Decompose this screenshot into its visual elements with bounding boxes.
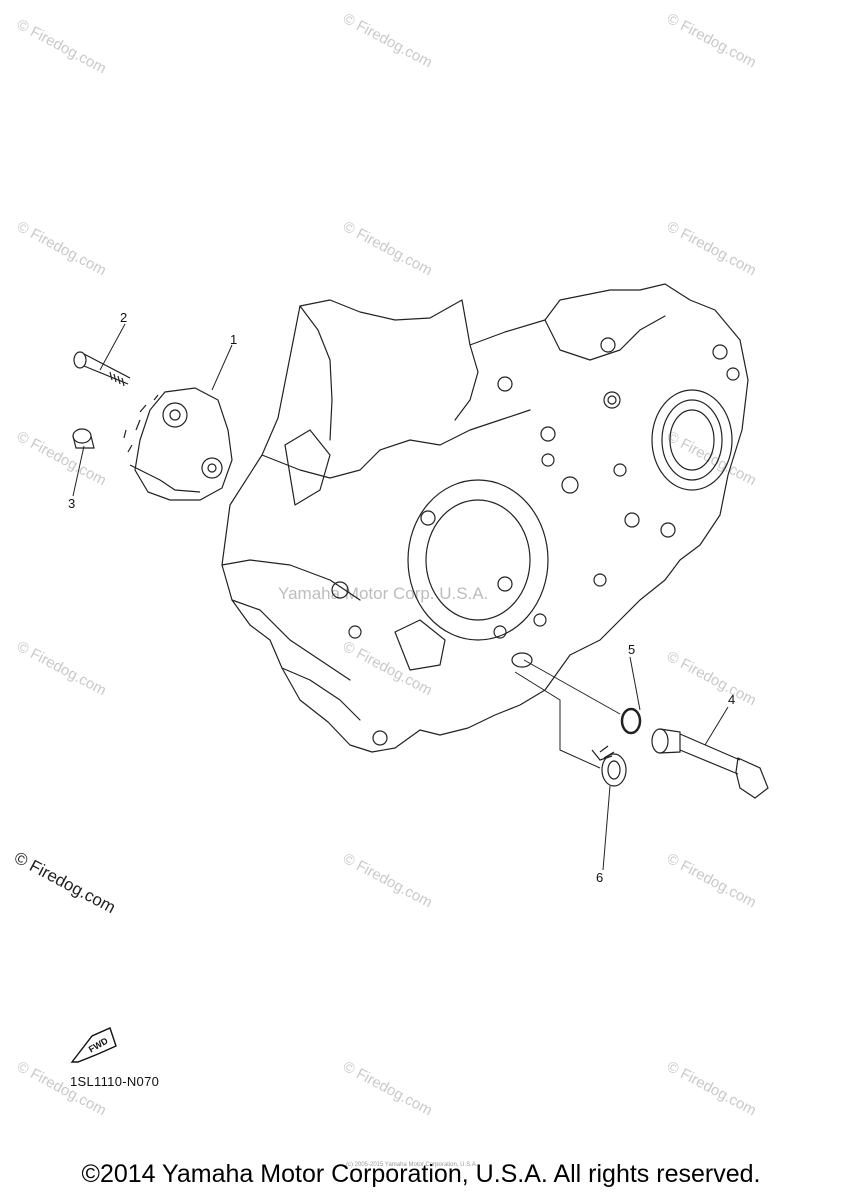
callout-5: 5 — [628, 642, 636, 657]
strainer-4 — [651, 728, 769, 799]
copyright-footer: ©2014 Yamaha Motor Corporation, U.S.A. A… — [81, 1160, 761, 1188]
callout-1: 1 — [230, 332, 238, 347]
crankcase-outline — [221, 283, 749, 753]
tiny-copyright: (c) 2005-2015 Yamaha Motor Corporation, … — [346, 1162, 478, 1168]
o-ring-5 — [620, 707, 642, 735]
fwd-arrow-icon — [70, 1027, 117, 1063]
bolt-2 — [73, 351, 131, 387]
callout-4: 4 — [728, 692, 736, 707]
collar-3 — [72, 428, 95, 449]
callout-3: 3 — [68, 496, 76, 511]
diagram-code: 1SL1110-N070 — [70, 1074, 160, 1089]
bolt-6 — [591, 745, 627, 787]
center-watermark: Yamaha Motor Corp. U.S.A. — [278, 584, 489, 603]
callout-6: 6 — [596, 870, 604, 885]
callout-2: 2 — [120, 310, 128, 325]
oil-pump — [123, 387, 233, 501]
